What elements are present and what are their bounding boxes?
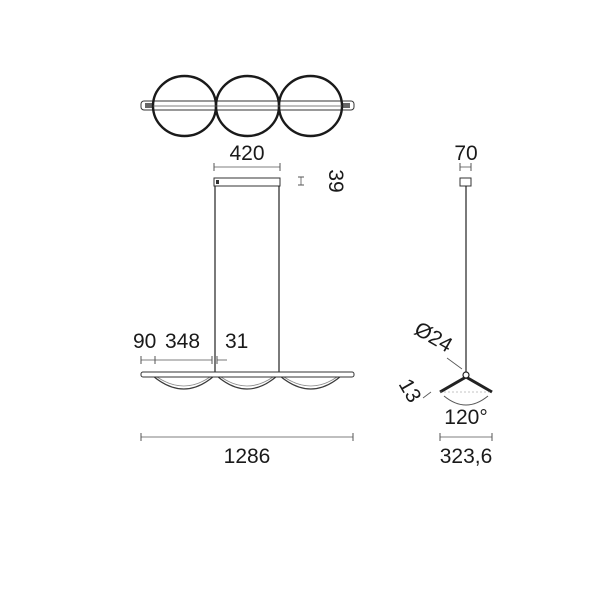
top-view-left-end-cap	[145, 103, 153, 108]
front-view: 420 39 90 348 31 1286	[133, 142, 355, 468]
ring-spacing-label: 348	[165, 330, 200, 353]
top-view-rail	[140, 100, 355, 111]
canopy-detail	[216, 180, 219, 184]
top-view	[140, 74, 355, 138]
angle-arc	[443, 395, 489, 406]
front-view-shade-right	[278, 375, 343, 390]
profile-arm-right	[465, 375, 493, 394]
front-view-shade-center	[215, 375, 279, 390]
profile-height-leader	[422, 391, 432, 399]
profile-height-label: 13	[394, 375, 426, 407]
ceiling-canopy	[213, 177, 281, 187]
profile-arm-left	[439, 375, 467, 394]
shade-inner-right	[283, 376, 338, 387]
angle-label: 120°	[444, 406, 487, 429]
side-canopy	[459, 177, 472, 187]
front-view-rail	[140, 371, 355, 378]
side-canopy-width-label: 70	[454, 142, 477, 165]
canopy-width-label: 420	[229, 142, 264, 165]
diameter-label: Ø24	[410, 317, 456, 357]
end-offset-label: 90	[133, 330, 156, 353]
total-length-label: 1286	[224, 445, 271, 468]
profile-width-label: 323,6	[440, 445, 493, 468]
ring-gap-label: 31	[225, 330, 248, 353]
canopy-height-label: 39	[324, 169, 347, 192]
shade-inner-left	[156, 376, 211, 387]
front-view-shade-left	[151, 375, 216, 390]
side-view: 70 Ø24 13 120° 323,6	[394, 142, 493, 468]
top-view-right-end-cap	[342, 103, 350, 108]
diameter-leader	[446, 357, 463, 370]
shade-inner-center	[220, 376, 274, 387]
profile-joint	[462, 371, 470, 379]
